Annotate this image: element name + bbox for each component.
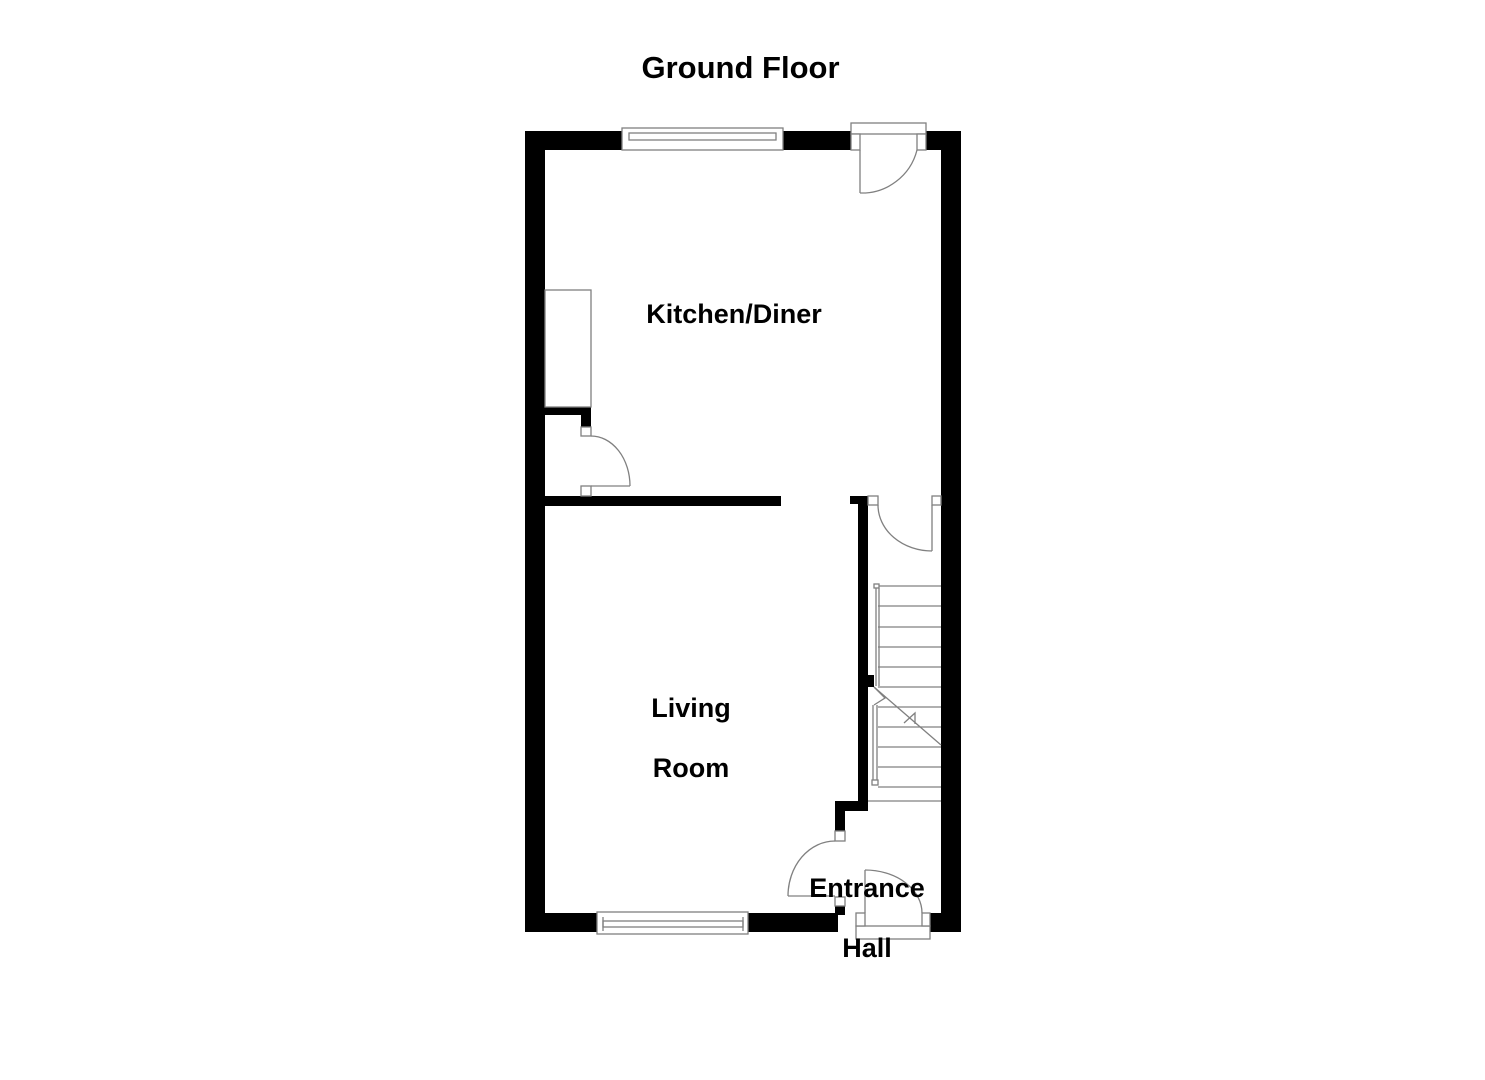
hall-door-swing bbox=[877, 504, 933, 552]
living-room-line1: Living bbox=[651, 693, 731, 723]
wall-right bbox=[941, 131, 961, 932]
wall-left bbox=[525, 131, 545, 932]
room-label-living-room: Living Room bbox=[611, 663, 771, 813]
room-label-entrance-hall: Entrance Hall bbox=[787, 843, 947, 993]
wall-cupboard-top bbox=[545, 407, 591, 415]
wall-bottom-right bbox=[930, 913, 961, 932]
front-door-swing bbox=[864, 869, 923, 914]
kitchen-diner-text: Kitchen/Diner bbox=[646, 299, 822, 329]
entrance-hall-line2: Hall bbox=[842, 933, 892, 963]
wall-partition bbox=[545, 496, 781, 506]
wall-hall-bottom bbox=[835, 903, 845, 915]
fixtures bbox=[544, 122, 942, 940]
window-top bbox=[621, 127, 784, 151]
walls bbox=[525, 131, 961, 932]
wall-hall-upper bbox=[858, 496, 868, 690]
floor-title-text: Ground Floor bbox=[641, 50, 840, 85]
back-door-frame bbox=[850, 122, 927, 135]
window-top-pane bbox=[628, 132, 777, 141]
wall-hall-nib bbox=[866, 675, 874, 687]
front-door-frame bbox=[855, 925, 931, 940]
floor-title: Ground Floor bbox=[0, 50, 1485, 86]
wall-cupboard-side bbox=[581, 407, 591, 427]
cupboard-door-swing bbox=[590, 435, 631, 487]
room-label-kitchen-diner: Kitchen/Diner bbox=[614, 299, 854, 329]
wall-bottom-mid bbox=[748, 913, 838, 932]
back-door-swing bbox=[859, 149, 918, 194]
wall-top-mid bbox=[783, 131, 851, 150]
wall-hall-lower bbox=[858, 690, 868, 806]
wall-bottom-left bbox=[525, 913, 598, 932]
entrance-hall-line1: Entrance bbox=[809, 873, 925, 903]
inner-door-swing bbox=[787, 840, 836, 897]
kitchen-unit bbox=[544, 289, 592, 408]
wall-hall-step bbox=[835, 801, 868, 811]
wall-hall-step-down bbox=[835, 801, 845, 831]
window-bottom bbox=[596, 911, 749, 935]
living-room-line2: Room bbox=[652, 753, 730, 783]
wall-top-left bbox=[525, 131, 623, 150]
